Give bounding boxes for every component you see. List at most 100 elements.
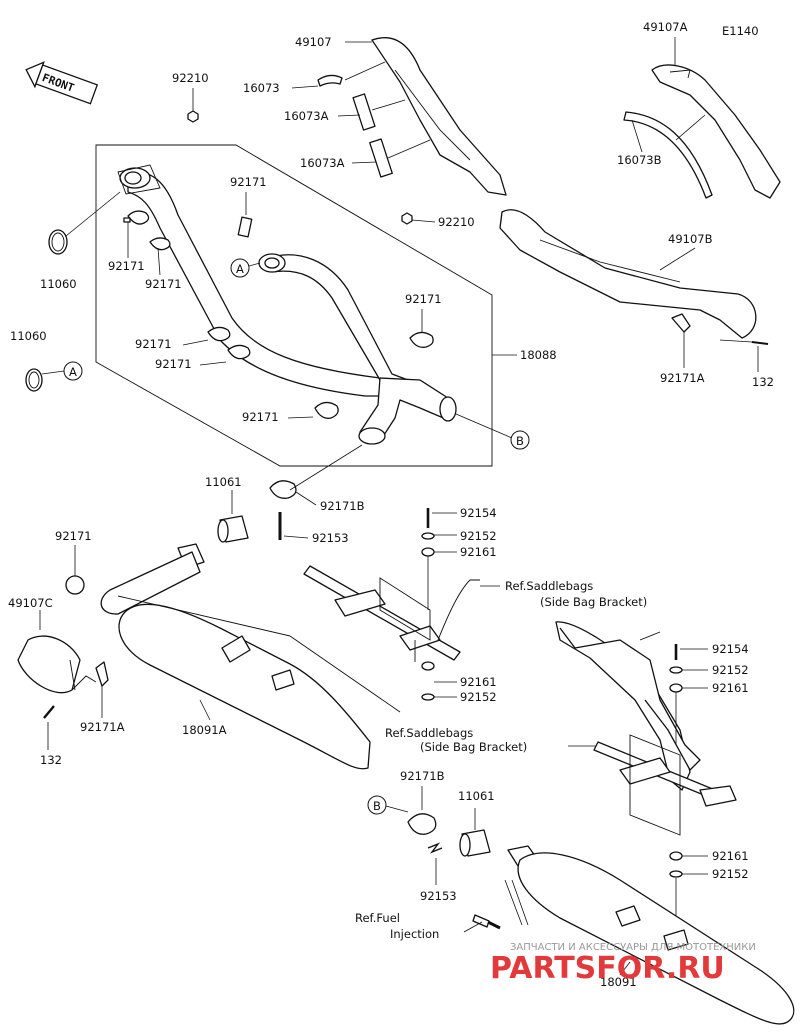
clamp-92171-b: 92171: [145, 237, 182, 291]
label-132-1: 132: [752, 375, 774, 389]
label-92171a-2: 92171A: [80, 720, 125, 734]
label-16073: 16073: [243, 81, 280, 95]
label-92171b-1: 92171B: [320, 499, 365, 513]
clamp-92171-h: 92171: [55, 529, 92, 595]
bolt-92153-lower: 92153: [420, 842, 457, 903]
ref-saddlebags-2b: (Side Bag Bracket): [420, 740, 527, 754]
muffler-assembly-18088-outline: [95, 144, 493, 467]
callout-a-top-text: A: [236, 262, 244, 276]
ref-fuel-a: Ref.Fuel: [355, 911, 400, 925]
label-16073a-1: 16073A: [284, 109, 329, 123]
label-92161-4: 92161: [712, 849, 749, 863]
callout-a-left: A: [63, 361, 83, 381]
bolt-92153-upper: 92153: [278, 512, 349, 545]
y-junction-pipe: [358, 377, 457, 445]
label-92161-2: 92161: [460, 675, 497, 689]
clamp-92171b-lower: 92171B: [400, 769, 445, 835]
heat-guard-49107: 49107: [295, 35, 507, 196]
clamp-92171b-upper: 92171B: [269, 444, 365, 513]
nut-92210-top: 92210: [172, 71, 209, 123]
clamp-92171-e: 92171: [155, 344, 251, 371]
label-18091: 18091: [600, 975, 637, 989]
gasket-11060-a: 11060: [40, 191, 121, 291]
clamp-92171-g: 92171: [242, 401, 339, 424]
label-92171-7: 92171: [242, 410, 279, 424]
muffler-18091a: 18091A: [100, 543, 401, 770]
sleeve-11061-lower: 11061: [458, 789, 495, 857]
sleeve-11061-upper: 11061: [205, 475, 249, 543]
muffler-18091: 18091: [507, 845, 795, 1025]
label-11061-2: 11061: [458, 789, 495, 803]
fuel-injection-sensor: Ref.Fuel Injection: [355, 879, 529, 941]
bracket-hardware-center: 92154 92152 92161 92161 92152 Ref.Saddle…: [303, 506, 647, 704]
label-11060-b: 11060: [10, 329, 47, 343]
label-49107: 49107: [295, 35, 332, 49]
ref-saddlebags-1b: (Side Bag Bracket): [540, 595, 647, 609]
bracket-hardware-right: 92154 92152 92161 92161 92152 Ref.Saddle…: [385, 621, 749, 935]
header-pipe-front: [117, 164, 411, 397]
diagram-code: E1140: [722, 24, 759, 38]
ref-fuel-b: Injection: [390, 927, 439, 941]
label-92171b-2: 92171B: [400, 769, 445, 783]
label-92171-8: 92171: [55, 529, 92, 543]
clamp-92171a-lower: 92171A: [71, 661, 125, 734]
heat-guard-49107c: 49107C: [8, 596, 81, 694]
label-92171-1: 92171: [108, 259, 145, 273]
label-92152-2: 92152: [460, 690, 497, 704]
nut-92210-mid: 92210: [401, 212, 475, 229]
callout-b-bottom: B: [367, 795, 409, 815]
screw-132-upper: 132: [719, 339, 774, 389]
label-92152-3: 92152: [712, 663, 749, 677]
callout-b-top-text: B: [516, 434, 524, 448]
label-92153-2: 92153: [420, 889, 457, 903]
label-18091a: 18091A: [182, 723, 227, 737]
label-92171-2: 92171: [145, 277, 182, 291]
heat-guard-clip-16073b: 16073B: [617, 111, 713, 199]
label-11060-a: 11060: [40, 277, 77, 291]
ref-saddlebags-1a: Ref.Saddlebags: [505, 579, 593, 593]
label-92153-1: 92153: [312, 531, 349, 545]
label-18088: 18088: [520, 348, 557, 362]
label-49107a: 49107A: [643, 20, 688, 34]
label-11061-1: 11061: [205, 475, 242, 489]
label-92171a-1: 92171A: [660, 371, 705, 385]
heat-guard-49107b: 49107B: [499, 209, 757, 339]
label-92171-6: 92171: [405, 292, 442, 306]
watermark-line1: ЗАПЧАСТИ И АКСЕССУАРЫ ДЛЯ МОТОТЕХНИКИ: [510, 942, 756, 953]
heat-guard-clip-16073a-2: 16073A: [300, 138, 431, 178]
heat-guard-clip-16073: 16073: [243, 61, 386, 95]
label-92171-3: 92171: [230, 175, 267, 189]
gasket-11060-b: 11060: [10, 329, 65, 392]
clamp-92171-d: 92171: [135, 326, 231, 351]
callout-b-bottom-text: B: [373, 799, 381, 813]
clamp-92171-a: 92171: [108, 210, 150, 273]
callout-b-top: B: [455, 413, 530, 450]
label-92171-4: 92171: [135, 337, 172, 351]
label-92161-3: 92161: [712, 681, 749, 695]
watermark-logo: PARTSFOR.RU: [490, 951, 725, 986]
ref-saddlebags-2a: Ref.Saddlebags: [385, 726, 473, 740]
label-92154-2: 92154: [712, 642, 749, 656]
label-132-2: 132: [40, 753, 62, 767]
label-92152-1: 92152: [460, 529, 497, 543]
label-92210-top: 92210: [172, 71, 209, 85]
label-92161-1: 92161: [460, 545, 497, 559]
callout-a-top: A: [230, 258, 261, 278]
label-16073a-2: 16073A: [300, 156, 345, 170]
label-92210-mid: 92210: [438, 215, 475, 229]
clamp-92171-f: 92171: [405, 292, 442, 348]
label-49107c: 49107C: [8, 596, 53, 610]
front-arrow-icon: FRONT: [25, 61, 99, 105]
clamp-92171a-upper: 92171A: [660, 313, 705, 385]
callout-a-left-text: A: [69, 365, 77, 379]
label-92154-1: 92154: [460, 506, 497, 520]
screw-132-lower: 132: [40, 705, 62, 767]
label-49107b: 49107B: [668, 232, 713, 246]
heat-guard-clip-16073a-1: 16073A: [284, 93, 406, 131]
label-92171-5: 92171: [155, 357, 192, 371]
label-92152-4: 92152: [712, 867, 749, 881]
clamp-92171-c: 92171: [230, 175, 267, 238]
label-16073b: 16073B: [617, 153, 662, 167]
heat-guard-49107a: 49107A: [643, 20, 781, 199]
